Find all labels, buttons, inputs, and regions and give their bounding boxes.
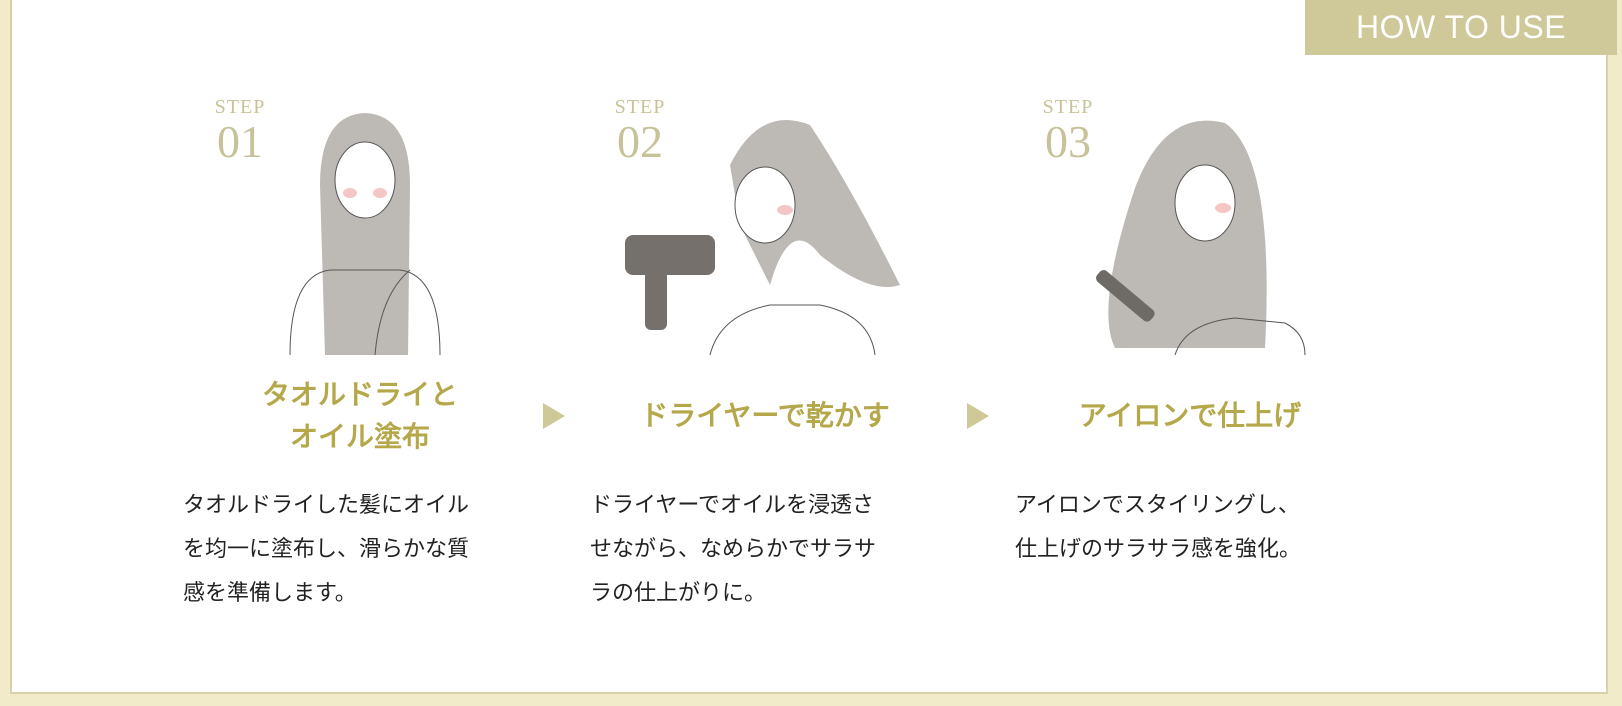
- desc-line: ドライヤーでオイルを浸透さ: [590, 493, 875, 518]
- desc-line: を均一に塗布し、滑らかな質: [183, 537, 470, 562]
- desc-line: アイロンでスタイリングし、: [1015, 493, 1300, 518]
- step-02-title: ドライヤーで乾かす: [640, 399, 890, 432]
- how-to-use-badge: HOW TO USE: [1305, 0, 1617, 55]
- desc-line: せながら、なめらかでサラサ: [590, 537, 877, 562]
- hair-iron-woman-illustration: [1096, 120, 1306, 355]
- desc-line: 感を準備します。: [183, 581, 357, 606]
- step-03-description: アイロンでスタイリングし、仕上げのサラサラ感を強化。: [1015, 484, 1375, 572]
- desc-line: 仕上げのサラサラ感を強化。: [1015, 537, 1302, 562]
- step-number: 01: [217, 116, 263, 167]
- how-to-use-card: [10, 0, 1608, 694]
- step-word: STEP: [1042, 96, 1094, 118]
- step-number: 02: [617, 116, 663, 167]
- step-word: STEP: [614, 96, 666, 118]
- step-01-description: タオルドライした髪にオイルを均一に塗布し、滑らかな質感を準備します。: [183, 484, 543, 616]
- blow-dry-woman-illustration: [625, 120, 900, 355]
- next-arrow-icon: [967, 403, 989, 429]
- towel-dry-woman-illustration: [289, 113, 441, 355]
- step-number: 03: [1045, 116, 1091, 167]
- step-03-title: アイロンで仕上げ: [1078, 399, 1302, 432]
- step-word: STEP: [214, 96, 266, 118]
- step-01-title: タオルドライとオイル塗布: [200, 374, 520, 458]
- title-line: オイル塗布: [289, 420, 430, 453]
- next-arrow-icon: [543, 403, 565, 429]
- title-line: タオルドライと: [261, 378, 458, 411]
- step-02-description: ドライヤーでオイルを浸透させながら、なめらかでサラサラの仕上がりに。: [590, 484, 950, 616]
- desc-line: ラの仕上がりに。: [590, 581, 767, 606]
- desc-line: タオルドライした髪にオイル: [183, 493, 470, 518]
